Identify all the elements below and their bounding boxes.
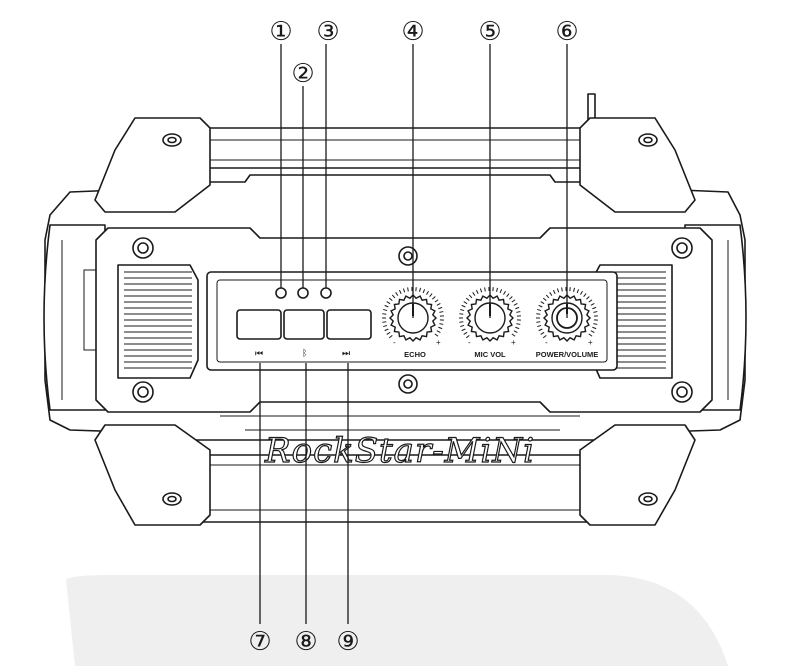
floor-shadow: [66, 575, 728, 666]
bluetooth-icon: ᛒ: [302, 348, 307, 359]
left-grille: [118, 265, 198, 378]
knob-label-mic-vol: MIC VOL: [474, 350, 506, 359]
knob-label-echo: ECHO: [404, 350, 426, 359]
previous-track-icon: ⏮: [255, 349, 263, 359]
callout-6: ⑥: [555, 17, 578, 47]
callout-5: ⑤: [478, 17, 501, 47]
callout-1: ①: [269, 17, 292, 47]
callout-7: ⑦: [248, 627, 271, 657]
callout-4: ④: [401, 17, 424, 47]
callout-2: ②: [291, 59, 314, 89]
svg-text:-: -: [393, 338, 396, 347]
next-track-icon: ⏭: [342, 349, 350, 359]
callout-8: ⑧: [294, 627, 317, 657]
brand-logo: RockStar-MiNi: [264, 431, 535, 471]
next-button[interactable]: [327, 310, 371, 339]
svg-text:-: -: [468, 338, 471, 347]
svg-text:+: +: [436, 338, 441, 347]
previous-button[interactable]: [237, 310, 281, 339]
svg-text:-: -: [545, 338, 548, 347]
svg-text:+: +: [588, 338, 593, 347]
bluetooth-button[interactable]: [284, 310, 324, 339]
callout-3: ③: [316, 17, 339, 47]
callout-9: ⑨: [336, 627, 359, 657]
svg-text:+: +: [511, 338, 516, 347]
knob-label-power-volume: POWER/VOLUME: [536, 350, 599, 359]
